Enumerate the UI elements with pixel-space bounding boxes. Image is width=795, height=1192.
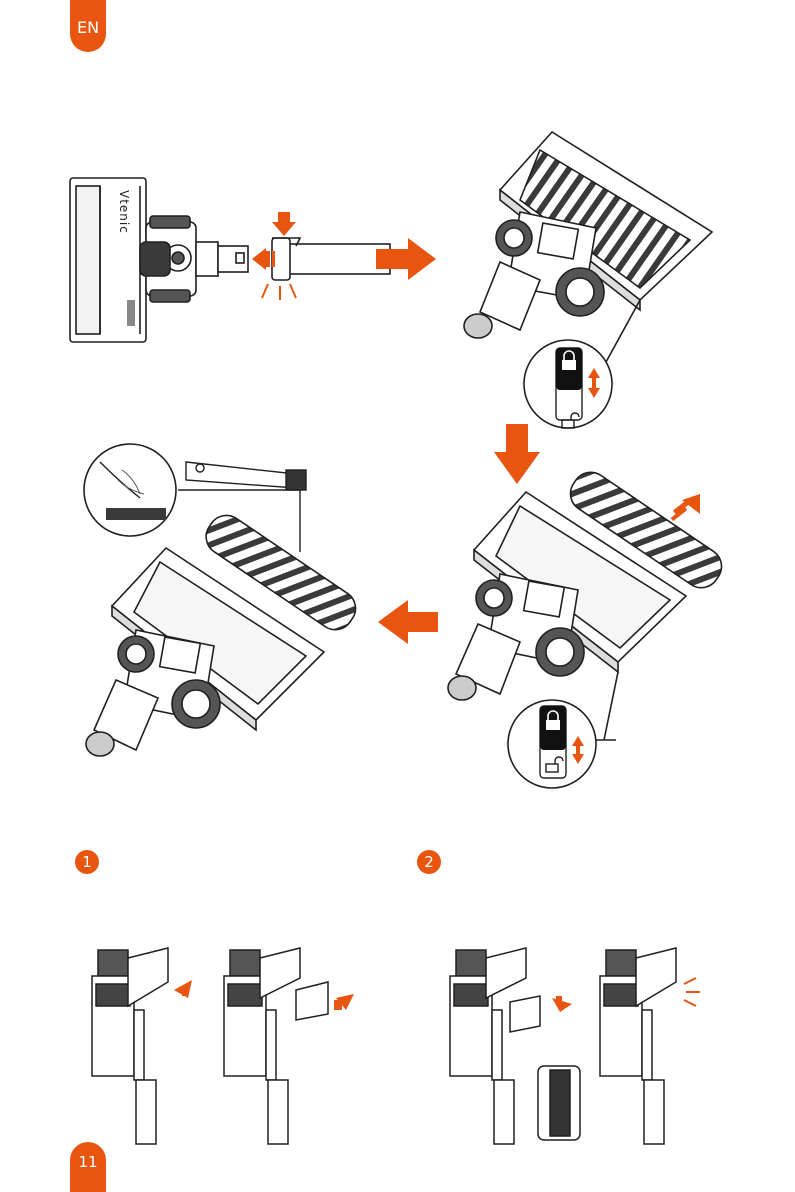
arrow-up-right-icon (671, 494, 700, 521)
arrow-left-icon (378, 600, 438, 644)
step-number-1: 1 (75, 850, 99, 874)
brush-head-isometric-locked (464, 132, 712, 338)
arrow-icon (174, 980, 192, 998)
click-burst-icon (684, 978, 700, 1006)
arrow-down-icon (272, 212, 296, 236)
brush-head-top-view (70, 178, 248, 342)
release-burst-icon (262, 284, 296, 300)
tube (272, 238, 390, 280)
lock-switch-callout-locked (524, 340, 612, 428)
step-number-2: 2 (417, 850, 441, 874)
vacuum-body-step2-a (450, 948, 540, 1144)
lock-switch-callout-unlocked (508, 700, 616, 788)
filter-cartridge (538, 1066, 580, 1140)
vacuum-body-step1-a (92, 948, 168, 1144)
arrow-down-icon (494, 424, 540, 484)
vacuum-body-step2-b (600, 948, 676, 1144)
hair-cutting-callout (84, 444, 176, 536)
page-number: 11 (70, 1142, 106, 1192)
vacuum-body-step1-b (224, 948, 328, 1144)
arrow-icon (552, 996, 572, 1012)
arrow-icon (334, 994, 354, 1010)
brand-logo: Vtenic (117, 190, 131, 234)
